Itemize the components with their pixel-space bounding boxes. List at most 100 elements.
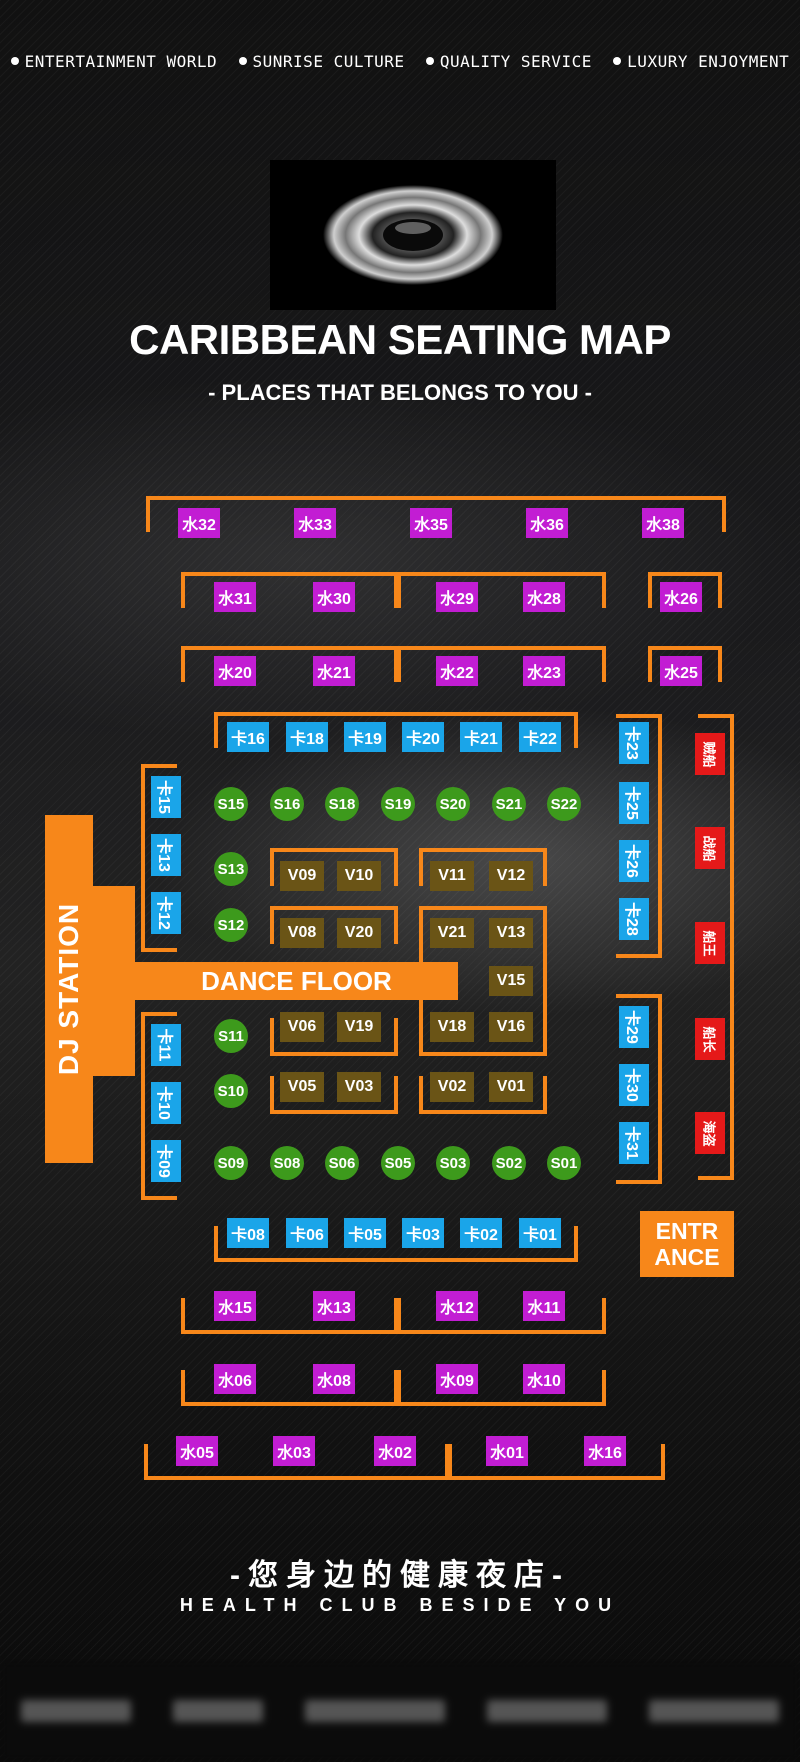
- seat-card[interactable]: 卡23: [619, 722, 649, 764]
- seat-sofa[interactable]: S09: [214, 1146, 248, 1180]
- seat-card[interactable]: 卡16: [227, 722, 269, 752]
- seat-sofa[interactable]: S01: [547, 1146, 581, 1180]
- seat-water[interactable]: 水29: [436, 582, 478, 612]
- slogan-entertainment: ENTERTAINMENT WORLD: [11, 52, 218, 71]
- seat-sofa[interactable]: S15: [214, 787, 248, 821]
- seat-sofa[interactable]: S12: [214, 908, 248, 942]
- seat-sofa[interactable]: S10: [214, 1074, 248, 1108]
- seat-card[interactable]: 卡01: [519, 1218, 561, 1248]
- seat-card[interactable]: 卡06: [286, 1218, 328, 1248]
- seat-card[interactable]: 卡30: [619, 1064, 649, 1106]
- seat-water[interactable]: 水32: [178, 508, 220, 538]
- seat-water[interactable]: 水02: [374, 1436, 416, 1466]
- seat-vip[interactable]: V21: [430, 918, 474, 948]
- seat-card[interactable]: 卡18: [286, 722, 328, 752]
- seat-sofa[interactable]: S03: [436, 1146, 470, 1180]
- seat-vip[interactable]: V05: [280, 1072, 324, 1102]
- seat-vip[interactable]: V03: [337, 1072, 381, 1102]
- seat-water[interactable]: 水11: [523, 1291, 565, 1321]
- seat-vip[interactable]: V13: [489, 918, 533, 948]
- bracket-vip-a-bottom: [270, 1076, 398, 1114]
- seat-card[interactable]: 卡05: [344, 1218, 386, 1248]
- seat-sofa[interactable]: S06: [325, 1146, 359, 1180]
- seat-card[interactable]: 卡19: [344, 722, 386, 752]
- seat-water[interactable]: 水21: [313, 656, 355, 686]
- seat-card[interactable]: 卡26: [619, 840, 649, 882]
- seat-room[interactable]: 海盗: [695, 1112, 725, 1154]
- seat-sofa[interactable]: S05: [381, 1146, 415, 1180]
- seat-water[interactable]: 水26: [660, 582, 702, 612]
- seat-sofa[interactable]: S19: [381, 787, 415, 821]
- seat-card[interactable]: 卡12: [151, 892, 181, 934]
- seat-vip[interactable]: V11: [430, 861, 474, 891]
- seat-sofa[interactable]: S20: [436, 787, 470, 821]
- seat-sofa[interactable]: S16: [270, 787, 304, 821]
- seat-card[interactable]: 卡09: [151, 1140, 181, 1182]
- seat-card[interactable]: 卡20: [402, 722, 444, 752]
- seat-water[interactable]: 水13: [313, 1291, 355, 1321]
- seat-vip[interactable]: V02: [430, 1072, 474, 1102]
- seat-room[interactable]: 船长: [695, 1018, 725, 1060]
- seat-card[interactable]: 卡15: [151, 776, 181, 818]
- seat-sofa[interactable]: S21: [492, 787, 526, 821]
- seat-vip[interactable]: V16: [489, 1012, 533, 1042]
- seat-water[interactable]: 水03: [273, 1436, 315, 1466]
- seat-room-label: 战船: [701, 834, 717, 862]
- seat-vip[interactable]: V09: [280, 861, 324, 891]
- seat-room[interactable]: 贼船: [695, 733, 725, 775]
- seat-sofa[interactable]: S11: [214, 1019, 248, 1053]
- seat-water[interactable]: 水10: [523, 1364, 565, 1394]
- seat-vip[interactable]: V10: [337, 861, 381, 891]
- seat-vip[interactable]: V06: [280, 1012, 324, 1042]
- seat-water[interactable]: 水25: [660, 656, 702, 686]
- seat-room[interactable]: 战船: [695, 827, 725, 869]
- seat-vip[interactable]: V12: [489, 861, 533, 891]
- seat-card[interactable]: 卡13: [151, 834, 181, 876]
- seat-card[interactable]: 卡31: [619, 1122, 649, 1164]
- seat-water[interactable]: 水23: [523, 656, 565, 686]
- seat-sofa[interactable]: S08: [270, 1146, 304, 1180]
- seat-card[interactable]: 卡11: [151, 1024, 181, 1066]
- seat-card[interactable]: 卡29: [619, 1006, 649, 1048]
- seat-card[interactable]: 卡25: [619, 782, 649, 824]
- bracket-row-top: [146, 496, 726, 532]
- seat-sofa[interactable]: S22: [547, 787, 581, 821]
- seat-vip[interactable]: V20: [337, 918, 381, 948]
- seat-water[interactable]: 水35: [410, 508, 452, 538]
- seat-card[interactable]: 卡21: [460, 722, 502, 752]
- seat-room[interactable]: 船王: [695, 922, 725, 964]
- entrance-label: ENTR ANCE: [640, 1211, 734, 1277]
- seat-water[interactable]: 水38: [642, 508, 684, 538]
- entrance-text: ENTR ANCE: [654, 1218, 720, 1270]
- seat-water[interactable]: 水01: [486, 1436, 528, 1466]
- seat-water[interactable]: 水22: [436, 656, 478, 686]
- seat-card[interactable]: 卡08: [227, 1218, 269, 1248]
- seat-vip[interactable]: V15: [489, 966, 533, 996]
- seat-water[interactable]: 水12: [436, 1291, 478, 1321]
- seat-water[interactable]: 水05: [176, 1436, 218, 1466]
- seat-water[interactable]: 水30: [313, 582, 355, 612]
- seat-card[interactable]: 卡28: [619, 898, 649, 940]
- seat-sofa[interactable]: S18: [325, 787, 359, 821]
- seat-water[interactable]: 水36: [526, 508, 568, 538]
- seat-water[interactable]: 水09: [436, 1364, 478, 1394]
- seat-water[interactable]: 水33: [294, 508, 336, 538]
- seat-card[interactable]: 卡02: [460, 1218, 502, 1248]
- seat-vip[interactable]: V01: [489, 1072, 533, 1102]
- seat-water[interactable]: 水20: [214, 656, 256, 686]
- seat-water[interactable]: 水06: [214, 1364, 256, 1394]
- seat-water[interactable]: 水31: [214, 582, 256, 612]
- seat-card[interactable]: 卡22: [519, 722, 561, 752]
- seat-vip[interactable]: V18: [430, 1012, 474, 1042]
- seat-vip[interactable]: V08: [280, 918, 324, 948]
- seat-sofa[interactable]: S13: [214, 852, 248, 886]
- seat-water[interactable]: 水15: [214, 1291, 256, 1321]
- seat-card[interactable]: 卡10: [151, 1082, 181, 1124]
- seat-water[interactable]: 水16: [584, 1436, 626, 1466]
- blurred-block: [21, 1700, 131, 1722]
- seat-card[interactable]: 卡03: [402, 1218, 444, 1248]
- seat-sofa[interactable]: S02: [492, 1146, 526, 1180]
- seat-water[interactable]: 水28: [523, 582, 565, 612]
- seat-vip[interactable]: V19: [337, 1012, 381, 1042]
- seat-water[interactable]: 水08: [313, 1364, 355, 1394]
